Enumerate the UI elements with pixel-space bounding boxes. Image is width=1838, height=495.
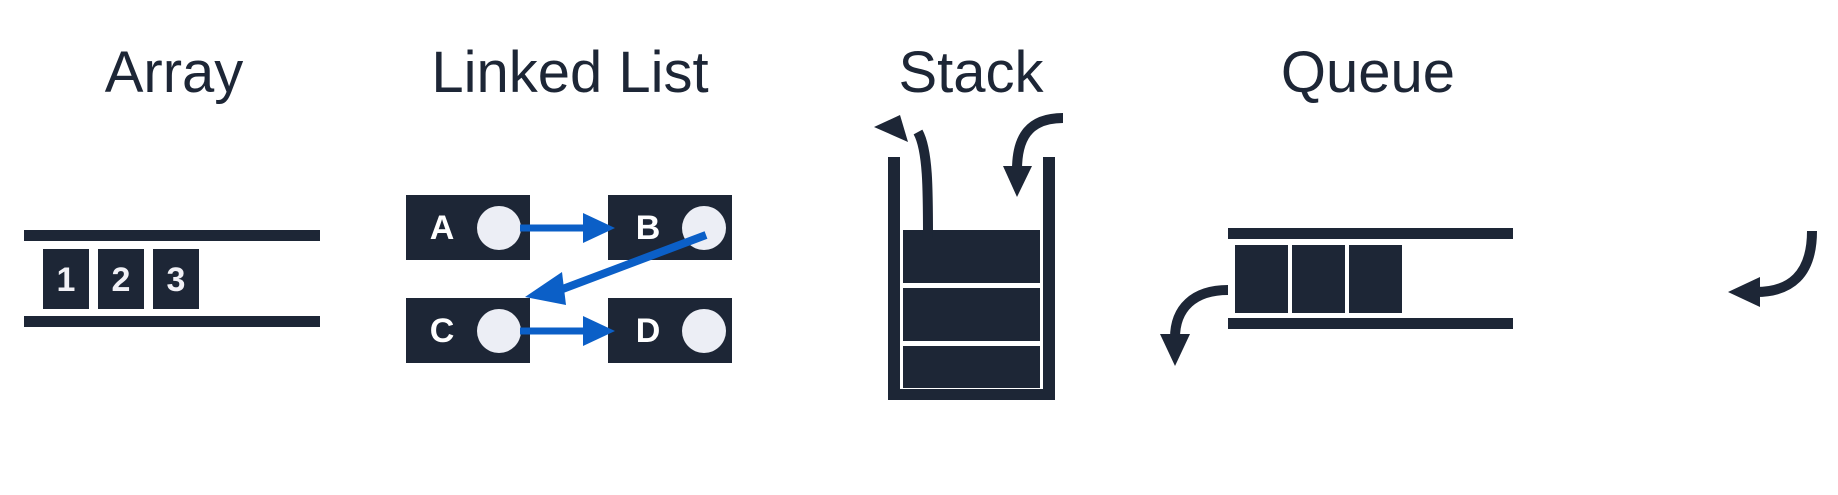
array-title: Array [105, 40, 244, 105]
queue-slot[interactable] [1292, 245, 1345, 313]
array-bottom-rail [24, 316, 320, 327]
linked-list-node[interactable]: D [608, 298, 732, 363]
linked-list-node[interactable]: A [406, 195, 530, 260]
stack-slot[interactable] [903, 288, 1040, 341]
array-cell[interactable]: 2 [98, 249, 144, 309]
stack-title: Stack [898, 40, 1044, 105]
node-pointer-dot [477, 309, 521, 353]
node-label: C [430, 312, 455, 350]
linked-list-panel: Linked List A B C D [406, 40, 732, 363]
node-pointer-dot [682, 309, 726, 353]
array-cell-label: 1 [57, 261, 76, 299]
array-cell[interactable]: 3 [153, 249, 199, 309]
queue-top-rail [1228, 228, 1513, 239]
queue-slot[interactable] [1349, 245, 1402, 313]
stack-right-wall [1043, 157, 1055, 400]
stack-panel: Stack [874, 40, 1064, 400]
node-label: D [636, 312, 661, 350]
link-arrow-b-to-c [525, 231, 708, 305]
queue-bottom-rail [1228, 318, 1513, 329]
queue-title: Queue [1281, 40, 1455, 105]
queue-panel: Queue [1160, 40, 1817, 366]
array-cell[interactable]: 1 [43, 249, 89, 309]
queue-enqueue-arrow [1728, 230, 1817, 307]
linked-list-node[interactable]: C [406, 298, 530, 363]
stack-slot[interactable] [903, 230, 1040, 283]
linked-list-title: Linked List [431, 40, 708, 105]
link-arrow-a-to-b [520, 213, 615, 243]
stack-left-wall [888, 157, 900, 400]
array-panel: Array 1 2 3 [24, 40, 320, 327]
array-cell-label: 2 [112, 261, 131, 299]
node-pointer-dot [477, 206, 521, 250]
stack-slot[interactable] [903, 346, 1040, 388]
stack-push-arrow [1003, 113, 1064, 197]
stack-pop-arrow [874, 115, 933, 239]
node-label: A [430, 209, 455, 247]
link-arrow-c-to-d [520, 316, 615, 346]
stack-container [888, 157, 1055, 400]
node-label: B [636, 209, 661, 247]
queue-slot[interactable] [1235, 245, 1288, 313]
stack-base [888, 389, 1055, 400]
queue-dequeue-arrow [1160, 285, 1229, 366]
array-top-rail [24, 230, 320, 241]
array-cell-label: 3 [167, 261, 186, 299]
